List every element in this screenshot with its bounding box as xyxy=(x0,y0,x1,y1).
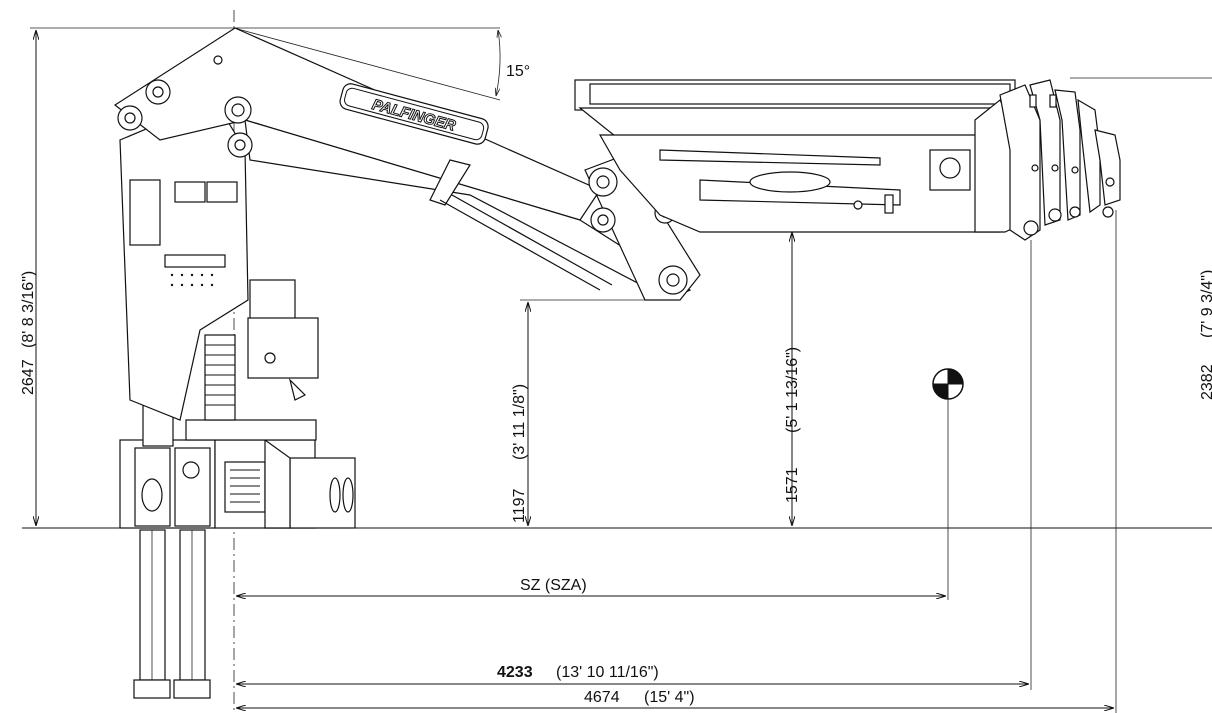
dim-pivot-height: 1197 (3' 11 1/8") xyxy=(511,299,650,526)
pivot-height-imperial: (3' 11 1/8") xyxy=(511,384,528,460)
dim-total-height: 2647 (8' 8 3/16") xyxy=(20,27,240,526)
reach-length-value: 4233 xyxy=(497,664,533,681)
cog-label: SZ (SZA) xyxy=(520,577,587,594)
angle-indicator: 15° xyxy=(233,27,530,101)
boom-underside-value: 1571 xyxy=(784,467,801,503)
crane-column xyxy=(119,99,319,421)
dim-tip-height: 2382 (7' 9 3/4") xyxy=(1070,77,1212,400)
total-length-imperial: (15' 4") xyxy=(644,689,695,706)
tip-height-imperial: (7' 9 3/4") xyxy=(1199,270,1212,338)
boom-underside-imperial: (5' 1 13/16") xyxy=(784,347,801,433)
angle-label: 15° xyxy=(506,63,530,80)
reach-length-imperial: (13' 10 11/16") xyxy=(556,664,659,681)
pivot-height-value: 1197 xyxy=(511,488,528,523)
tip-height-value: 2382 xyxy=(1199,364,1212,400)
total-height-imperial: (8' 8 3/16") xyxy=(20,271,37,348)
total-length-value: 4674 xyxy=(584,689,620,706)
dim-total-length: 4674 (15' 4") xyxy=(236,210,1117,713)
total-height-value: 2647 xyxy=(20,359,37,395)
crane-base xyxy=(119,334,356,699)
dim-boom-underside-height: 1571 (5' 1 13/16") xyxy=(784,232,801,526)
outer-boom xyxy=(574,79,1016,233)
dim-reach-length: 4233 (13' 10 11/16") xyxy=(236,240,1032,690)
main-boom: PALFINGER xyxy=(113,27,692,301)
extension-sections xyxy=(974,79,1121,241)
dim-center-of-gravity: SZ (SZA) xyxy=(236,577,946,596)
center-of-gravity-symbol xyxy=(932,368,964,600)
